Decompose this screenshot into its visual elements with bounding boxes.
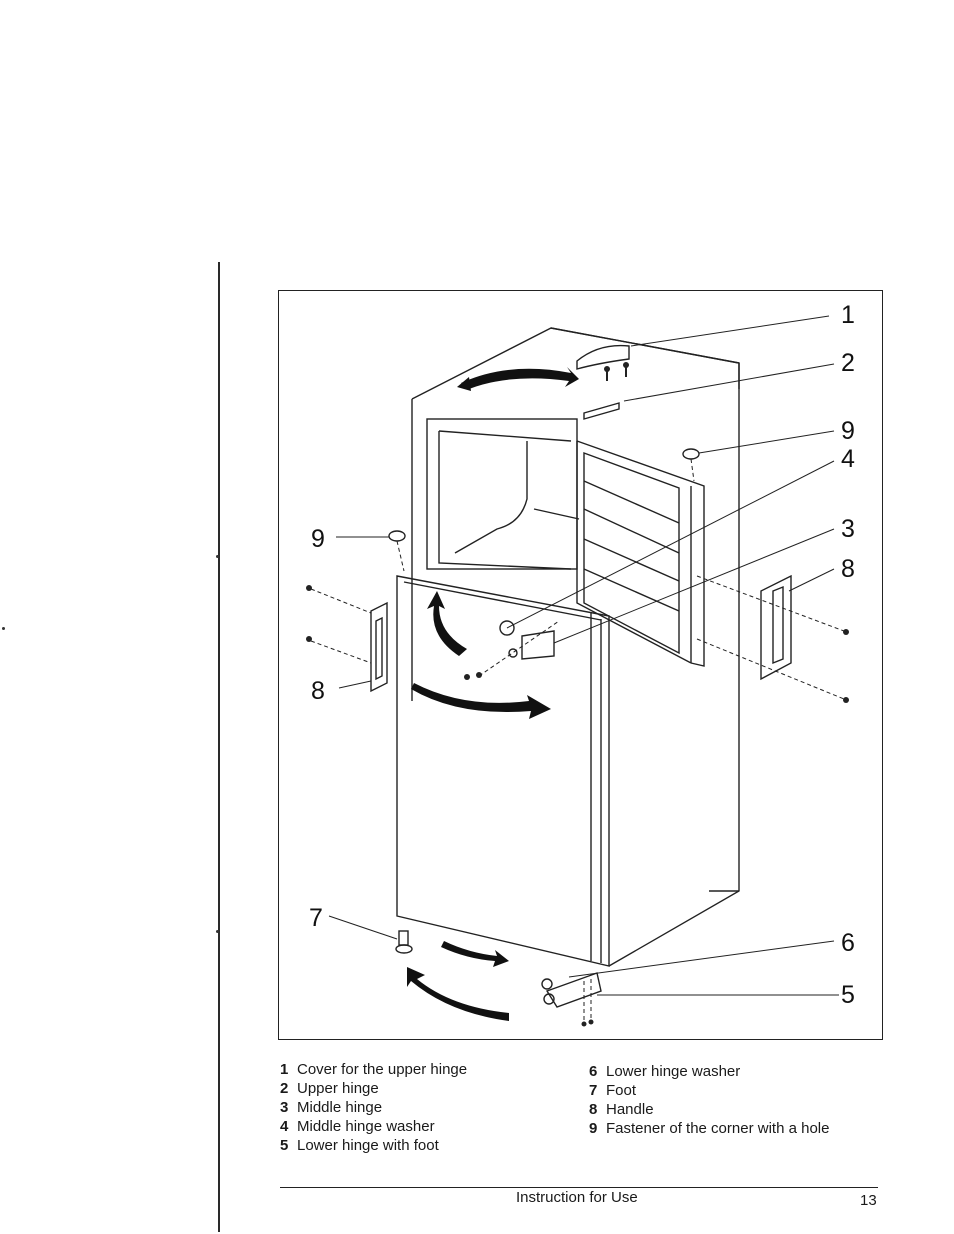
legend-number: 5: [280, 1137, 289, 1154]
callout-1: 1: [841, 301, 855, 329]
legend-item: 6 Lower hinge washer: [589, 1062, 829, 1081]
legend-label: Upper hinge: [297, 1080, 379, 1097]
callout-6: 6: [841, 929, 855, 957]
callout-3: 3: [841, 515, 855, 543]
callout-8-right: 8: [841, 555, 855, 583]
callout-8-left: 8: [311, 677, 325, 705]
legend-item: 3 Middle hinge: [280, 1098, 467, 1117]
callout-7: 7: [309, 904, 323, 932]
legend-label: Cover for the upper hinge: [297, 1061, 468, 1078]
legend-item: 8 Handle: [589, 1100, 829, 1119]
legend-item: 9 Fastener of the corner with a hole: [589, 1119, 829, 1138]
legend-item: 5 Lower hinge with foot: [280, 1136, 467, 1155]
callout-2: 2: [841, 349, 855, 377]
legend-number: 8: [589, 1101, 598, 1118]
scan-speck: [2, 627, 5, 630]
legend-label: Middle hinge washer: [297, 1118, 435, 1135]
legend-label: Foot: [606, 1082, 637, 1099]
legend-label: Handle: [606, 1101, 654, 1118]
footer-title: Instruction for Use: [516, 1189, 638, 1206]
legend-number: 4: [280, 1118, 289, 1135]
parts-legend-right: 6 Lower hinge washer 7 Foot 8 Handle 9 Faste…: [589, 1062, 829, 1138]
legend-label: Lower hinge with foot: [297, 1137, 439, 1154]
legend-label: Fastener of the corner with a hole: [606, 1120, 830, 1137]
legend-number: 3: [280, 1099, 289, 1116]
legend-item: 4 Middle hinge washer: [280, 1117, 467, 1136]
scan-speck: [216, 555, 219, 558]
legend-item: 1 Cover for the upper hinge: [280, 1060, 467, 1079]
footer-divider: [280, 1187, 878, 1188]
legend-number: 9: [589, 1120, 598, 1137]
callout-9-right: 9: [841, 417, 855, 445]
binding-edge-line: [218, 262, 220, 1232]
page-number: 13: [860, 1192, 877, 1209]
legend-number: 6: [589, 1063, 598, 1080]
refrigerator-diagram: 1 2 9 4 3 8 9 8 7 6 5: [278, 290, 883, 1040]
callout-9-left: 9: [311, 525, 325, 553]
callout-5: 5: [841, 981, 855, 1009]
legend-number: 7: [589, 1082, 598, 1099]
callout-4: 4: [841, 445, 855, 473]
legend-item: 2 Upper hinge: [280, 1079, 467, 1098]
legend-item: 7 Foot: [589, 1081, 829, 1100]
scan-speck: [216, 930, 219, 933]
refrigerator-illustration: [306, 315, 849, 1027]
legend-label: Lower hinge washer: [606, 1063, 741, 1080]
legend-number: 1: [280, 1061, 289, 1078]
legend-label: Middle hinge: [297, 1099, 383, 1116]
legend-number: 2: [280, 1080, 289, 1097]
